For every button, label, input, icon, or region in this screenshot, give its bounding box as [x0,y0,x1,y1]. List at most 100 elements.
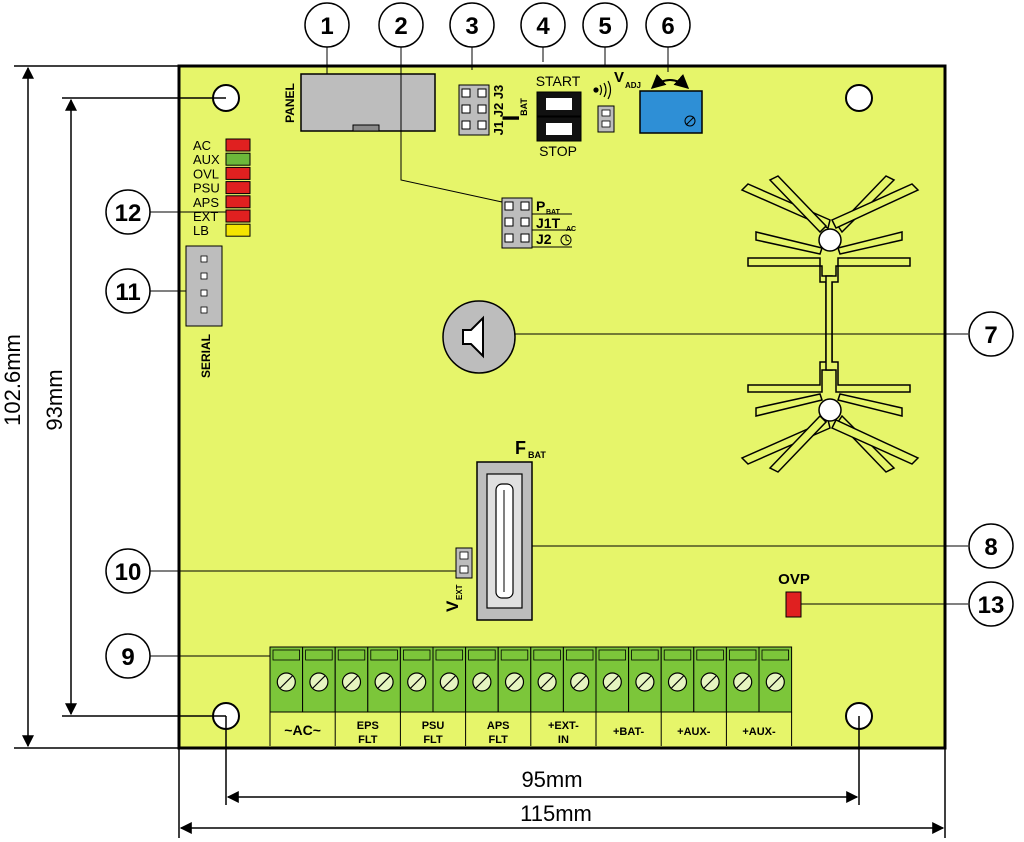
callout-number: 10 [115,559,142,586]
vext-jumper-pin [459,551,469,560]
vext-jumper-pin [459,565,469,574]
screw-slot [540,675,554,689]
terminal-slot [337,649,366,661]
screw-slot [605,675,619,689]
serial-label: SERIAL [199,334,213,378]
terminal-slot [435,649,464,661]
callout-number: 4 [536,13,550,40]
ovp-indicator [785,591,802,618]
callout-number: 3 [465,13,478,40]
led-indicator [225,138,251,152]
terminal-slot [761,649,790,661]
fbat-label: F [515,438,526,458]
j2-label: J2 [536,231,552,247]
clock-icon [560,234,572,246]
ovp-label: OVP [778,571,810,588]
terminal-slot [533,649,561,661]
vext-label: V [443,600,462,612]
stop-label: STOP [539,143,577,159]
panel-label: PANEL [283,83,297,123]
fbat-sub-label: BAT [528,450,546,460]
terminal-label-line1: +EXT- [548,720,579,732]
screw-slot [345,675,358,689]
pcb-board [177,64,947,750]
led-indicator [225,166,251,180]
callout-circle [968,311,1014,357]
pbat-j1-j2-jumpers [501,197,572,249]
callout-circle [105,268,151,314]
callout-number: 12 [115,200,142,227]
dim-115mm-label: 115mm [520,801,592,826]
callout-circle [645,2,691,48]
terminal-label-line1: EPS [357,720,379,732]
led-indicator [225,181,251,195]
callout-number: 11 [115,279,140,306]
voltage-trimmer[interactable] [639,90,703,134]
terminal-slot [663,649,692,661]
terminal-label-line2: FLT [489,734,509,746]
dimension-lines [14,65,946,838]
callout-number: 2 [394,13,407,40]
callout-number: 6 [661,13,674,40]
dim-93mm-label: 93mm [42,369,67,430]
panel-connector [300,73,436,132]
j1tac-sub-label: AC [566,226,576,233]
led-label: PSU [193,181,220,196]
terminal-slot [272,649,301,661]
terminal-slot [370,649,398,661]
panel-connector-key [352,124,380,132]
screw-slot [736,675,750,689]
start-button-face [546,98,572,110]
j1tac-label: J1T [536,215,561,231]
screw-slot [442,675,456,689]
dim-95mm-label: 95mm [521,767,582,792]
screw-slot [377,675,391,689]
terminal-labels: ~AC~EPSFLTPSUFLTAPSFLT+EXT-IN+BAT-+AUX-+… [269,712,793,746]
vadj-sub-label: ADJ [625,81,641,90]
mounting-hole [845,84,873,112]
screw-slot [703,675,717,689]
screw-slot [671,675,684,689]
terminal-slot [468,649,496,661]
led-label: AUX [193,152,220,167]
rotate-arrow-icon [650,74,690,89]
vadj-label: V [614,69,624,86]
screw-slot [573,675,587,689]
screw-slot [768,675,782,689]
callout-number: 5 [598,13,611,40]
callout-circle [968,523,1014,569]
callout-number: 8 [984,534,997,561]
terminal-slot [631,649,659,661]
speaker-icon [462,315,484,359]
terminal-slot [305,649,333,661]
terminal-label: +BAT- [613,726,645,738]
led-indicator [225,223,251,237]
trimmer-screw-slot [685,116,695,126]
buzzer-jumper-pin [601,120,611,128]
terminal-slot [598,649,627,661]
terminal-slot [402,649,431,661]
callout-number: 1 [320,13,333,40]
callout-circle [304,2,350,48]
screw-slot [638,675,652,689]
terminal-slot [500,649,529,661]
terminal-label-line1: APS [487,720,510,732]
callout-circle [105,548,151,594]
led-indicator [225,152,251,166]
start-label: START [536,73,581,89]
vext-sub-label: EXT [455,584,464,600]
j1-j2-j3-jumpers [458,84,490,136]
stop-button-face [546,123,572,135]
led-indicator [225,195,251,209]
led-label: OVL [193,166,219,181]
screw-slot [475,675,489,689]
buzzer-jumper-pin [601,109,611,117]
trimmer-screw [684,115,696,127]
callout-circle [968,581,1014,627]
terminal-block [269,646,793,713]
callout-number: 13 [978,592,1005,619]
led-label: APS [193,195,219,210]
